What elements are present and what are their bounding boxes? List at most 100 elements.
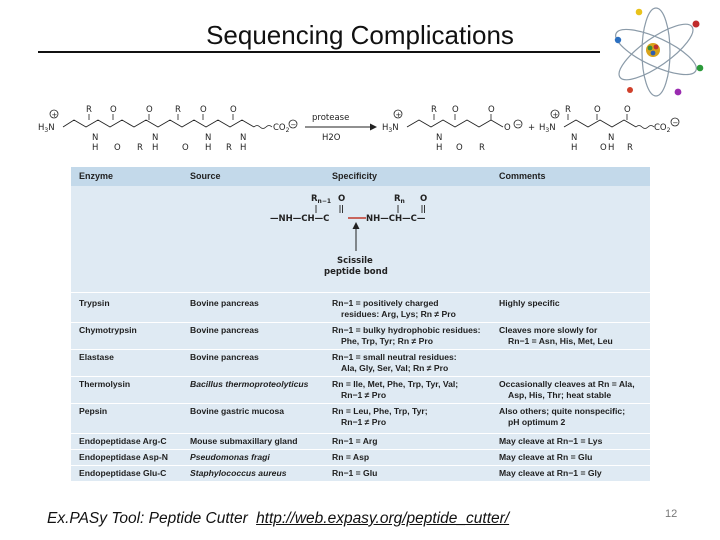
svg-text:N: N xyxy=(92,133,98,143)
header-source: Source xyxy=(190,171,221,181)
svg-text:O: O xyxy=(114,143,121,153)
slide-title: Sequencing Complications xyxy=(206,20,514,50)
svg-text:—NH—CH—C: —NH—CH—C xyxy=(270,214,329,224)
svg-text:N: N xyxy=(571,133,577,143)
peptide-cutter-link[interactable]: http://web.expasy.org/peptide_cutter/ xyxy=(256,510,510,527)
page-number: 12 xyxy=(665,508,678,520)
header-comments: Comments xyxy=(499,171,546,181)
cell-comments-line2: Rn−1 = Asn, His, Met, Leu xyxy=(508,336,613,346)
svg-text:Rn−1: Rn−1 xyxy=(311,194,331,205)
cell-specificity-line2: Rn−1 ≠ Pro xyxy=(341,417,387,427)
cell-source: Bovine pancreas xyxy=(190,325,259,335)
svg-text:O: O xyxy=(338,194,345,204)
svg-text:O: O xyxy=(230,105,237,115)
cell-comments: May cleave at Rn−1 = Gly xyxy=(499,468,602,478)
footer-caption: Ex.PASy Tool: Peptide Cutter http://web.… xyxy=(47,510,509,528)
svg-text:R: R xyxy=(86,105,92,115)
cell-source: Staphylococcus aureus xyxy=(190,468,287,478)
cell-comments: May cleave at Rn−1 = Lys xyxy=(499,436,603,446)
diagram-label-peptide-bond: peptide bond xyxy=(324,267,388,277)
arrow-label-bottom: H2O xyxy=(322,133,341,143)
proteolysis-reaction-scheme: + H3N R O O R O O NH O R NH O NH R NH CO… xyxy=(38,105,680,153)
svg-text:O: O xyxy=(420,194,427,204)
svg-text:O: O xyxy=(146,105,153,115)
cell-specificity: Rn−1 = positively charged xyxy=(332,298,439,308)
svg-text:R: R xyxy=(226,143,232,153)
cell-comments: May cleave at Rn = Glu xyxy=(499,452,593,462)
svg-text:H: H xyxy=(608,143,614,153)
cell-comments: Cleaves more slowly for xyxy=(499,325,598,335)
header-enzyme: Enzyme xyxy=(79,171,114,181)
cell-enzyme: Elastase xyxy=(79,352,114,362)
svg-text:N: N xyxy=(608,133,614,143)
svg-text:O: O xyxy=(456,143,463,153)
cell-enzyme: Endopeptidase Asp-N xyxy=(79,452,168,462)
svg-text:H: H xyxy=(92,143,98,153)
cell-enzyme: Pepsin xyxy=(79,406,108,416)
svg-text:O: O xyxy=(200,105,207,115)
svg-text:O: O xyxy=(452,105,459,115)
svg-text:N: N xyxy=(436,133,442,143)
scissile-bond-diagram: Rn−1 O Rn O —NH—CH—C NH—CH—C— Scissile p… xyxy=(270,194,427,277)
title-underline xyxy=(38,51,600,53)
svg-text:CO2: CO2 xyxy=(273,123,290,134)
svg-text:Rn: Rn xyxy=(394,194,405,205)
cell-source: Bovine pancreas xyxy=(190,352,259,362)
svg-text:H: H xyxy=(240,143,246,153)
svg-text:+: + xyxy=(52,111,58,119)
svg-text:H: H xyxy=(436,143,442,153)
svg-text:R: R xyxy=(137,143,143,153)
cell-comments-line2: Asp, His, Thr; heat stable xyxy=(508,390,612,400)
svg-text:O: O xyxy=(504,123,511,133)
diagram-label-scissile: Scissile xyxy=(337,256,373,266)
cell-specificity: Rn = Asp xyxy=(332,452,370,462)
svg-text:R: R xyxy=(431,105,437,115)
cell-specificity-line2: Rn−1 ≠ Pro xyxy=(341,390,387,400)
cell-enzyme: Endopeptidase Glu-C xyxy=(79,468,167,478)
cell-comments: Also others; quite nonspecific; xyxy=(499,406,626,416)
svg-text:N: N xyxy=(205,133,211,143)
cell-comments: Occasionally cleaves at Rn = Ala, xyxy=(499,379,635,389)
svg-text:O: O xyxy=(488,105,495,115)
protease-specificity-table: Enzyme Source Specificity Comments Rn−1 … xyxy=(71,167,650,481)
svg-text:O: O xyxy=(110,105,117,115)
svg-text:+: + xyxy=(528,123,535,133)
svg-text:R: R xyxy=(479,143,485,153)
cell-specificity-line2: residues: Arg, Lys; Rn ≠ Pro xyxy=(341,309,456,319)
svg-text:H3N: H3N xyxy=(382,123,399,134)
cell-enzyme: Trypsin xyxy=(79,298,110,308)
svg-text:R: R xyxy=(627,143,633,153)
svg-text:H: H xyxy=(152,143,158,153)
svg-text:H3N: H3N xyxy=(539,123,556,134)
svg-text:H: H xyxy=(571,143,577,153)
svg-text:N: N xyxy=(240,133,246,143)
cell-source: Bovine pancreas xyxy=(190,298,259,308)
cell-comments: Highly specific xyxy=(499,298,560,308)
arrow-label-top: protease xyxy=(312,113,349,123)
cell-enzyme: Thermolysin xyxy=(79,379,131,389)
svg-text:+: + xyxy=(396,111,402,119)
svg-text:O: O xyxy=(594,105,601,115)
svg-text:R: R xyxy=(565,105,571,115)
cell-specificity: Rn−1 = bulky hydrophobic residues: xyxy=(332,325,481,335)
svg-text:+: + xyxy=(553,111,559,119)
svg-text:O: O xyxy=(624,105,631,115)
cell-comments-line2: pH optimum 2 xyxy=(508,417,566,427)
cell-specificity-line2: Ala, Gly, Ser, Val; Rn ≠ Pro xyxy=(341,363,449,373)
cell-specificity: Rn = Ile, Met, Phe, Trp, Tyr, Val; xyxy=(332,379,459,389)
cell-source: Mouse submaxillary gland xyxy=(190,436,298,446)
cell-source: Bovine gastric mucosa xyxy=(190,406,285,416)
footer-label: Ex.PASy Tool: Peptide Cutter xyxy=(47,510,248,527)
svg-text:CO2: CO2 xyxy=(654,123,671,134)
cell-enzyme: Chymotrypsin xyxy=(79,325,137,335)
svg-text:−: − xyxy=(516,121,522,129)
svg-text:H3N: H3N xyxy=(38,123,55,134)
atom-logo-icon xyxy=(614,7,704,97)
cell-specificity: Rn−1 = Arg xyxy=(332,436,378,446)
cell-specificity-line2: Phe, Trp, Tyr; Rn ≠ Pro xyxy=(341,336,433,346)
svg-text:O: O xyxy=(182,143,189,153)
svg-text:H: H xyxy=(205,143,211,153)
cell-specificity: Rn−1 = small neutral residues: xyxy=(332,352,457,362)
cell-source: Pseudomonas fragi xyxy=(190,452,270,462)
svg-text:O: O xyxy=(600,143,607,153)
